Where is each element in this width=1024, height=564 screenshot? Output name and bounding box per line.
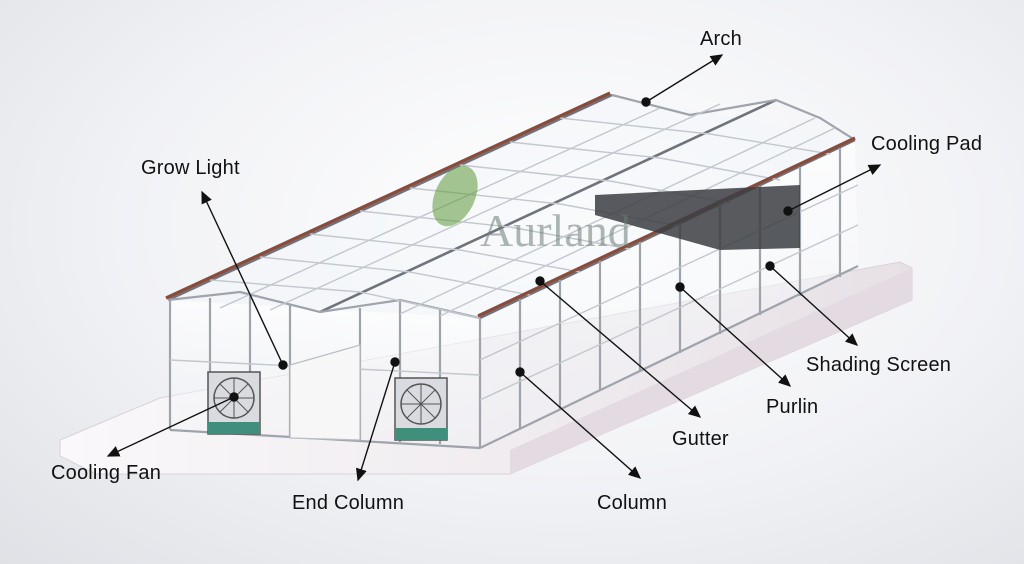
label-end-column: End Column xyxy=(292,492,405,514)
gutter-pointer xyxy=(539,280,702,418)
label-cooling-pad: Cooling Pad xyxy=(871,133,983,155)
label-gutter: Gutter xyxy=(672,428,729,450)
column-pointer xyxy=(519,371,642,479)
purlin-pointer xyxy=(679,286,792,387)
label-grow-light: Grow Light xyxy=(141,157,240,179)
cooling-fan-pointer xyxy=(106,396,235,457)
cooling-pad-pointer xyxy=(787,164,882,212)
end-door xyxy=(289,344,361,441)
label-shading-screen: Shading Screen xyxy=(806,354,952,376)
label-column: Column xyxy=(597,492,668,514)
grow-light-pointer xyxy=(201,190,284,366)
watermark-text: Aurland xyxy=(480,205,631,256)
callout-pointers xyxy=(106,54,882,482)
end-column-pointer xyxy=(356,361,396,482)
label-cooling-fan: Cooling Fan xyxy=(51,462,162,484)
steel-frame xyxy=(167,93,859,450)
arch-pointer xyxy=(645,54,724,103)
watermark-logo: Aurland xyxy=(432,165,631,256)
label-arch: Arch xyxy=(700,28,742,50)
cooling-fan-right xyxy=(394,377,448,441)
label-purlin: Purlin xyxy=(766,396,819,418)
cooling-fan-left xyxy=(207,371,261,435)
glazing xyxy=(168,95,858,448)
cooling-pad-panel xyxy=(595,185,800,250)
shading-screen-pointer xyxy=(769,265,859,346)
